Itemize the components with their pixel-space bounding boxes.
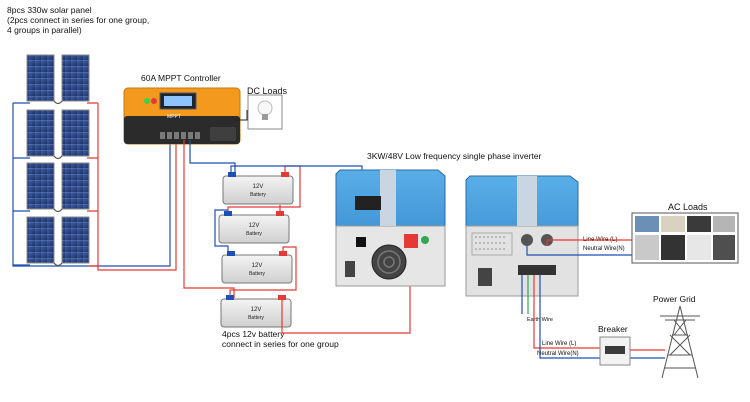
battery-voltage: 12V xyxy=(253,184,264,190)
solar-panel xyxy=(26,109,55,157)
controller-battery-wiring xyxy=(183,140,236,298)
inverter-display xyxy=(355,196,381,210)
pv-wiring xyxy=(12,100,177,271)
breaker-label: Breaker xyxy=(598,324,628,334)
battery: 12V Battery xyxy=(218,211,290,244)
battery: 12V Battery xyxy=(222,172,294,205)
dc-load-wire xyxy=(236,110,248,121)
controller-brand: MPPT xyxy=(167,114,181,120)
panel-note: 8pcs 330w solar panel (2pcs connect in s… xyxy=(7,5,150,35)
controller-terminals xyxy=(160,132,200,139)
inverter-front xyxy=(335,169,446,287)
battery-voltage: 12V xyxy=(251,307,262,313)
inverter-title: 3KW/48V Low frequency single phase inver… xyxy=(367,151,542,161)
battery: 12V Battery xyxy=(220,295,292,328)
dc-loads-bulb xyxy=(247,94,283,130)
battery-note-line-2: connect in series for one group xyxy=(222,338,339,349)
solar-panel-array xyxy=(26,54,90,264)
battery-voltage: 12V xyxy=(252,263,263,269)
grid-input-wiring xyxy=(521,275,665,359)
battery: 12V Battery xyxy=(221,251,293,284)
battery-type: Battery xyxy=(246,231,262,237)
terminal-block xyxy=(518,265,556,275)
ac-output-wiring xyxy=(526,239,636,256)
battery-series-wiring xyxy=(214,165,301,295)
controller-title: 60A MPPT Controller xyxy=(141,73,221,83)
solar-panel xyxy=(26,54,55,102)
neutral-wire-label-top: Neutral Wire(N) xyxy=(583,246,625,252)
panel-note-line-1: 8pcs 330w solar panel xyxy=(7,5,92,15)
inverter-fan xyxy=(371,244,407,280)
ac-loads-board xyxy=(631,212,739,264)
battery-note-line-1: 4pcs 12v battery xyxy=(222,329,285,339)
line-wire-label-bottom: Line Wire (L) xyxy=(542,341,577,347)
power-grid-label: Power Grid xyxy=(653,294,696,304)
neutral-wire-label-bottom: Neutral Wire(N) xyxy=(537,351,579,357)
vent-grid xyxy=(471,232,513,256)
solar-panel xyxy=(26,162,55,210)
solar-panel xyxy=(61,54,90,102)
solar-panel xyxy=(61,216,90,264)
battery-type: Battery xyxy=(250,192,266,198)
battery-type: Battery xyxy=(248,315,264,321)
battery-note: 4pcs 12v battery connect in series for o… xyxy=(222,329,339,350)
power-grid-tower xyxy=(660,305,700,379)
dc-loads-label: DC Loads xyxy=(247,86,288,96)
battery-type: Battery xyxy=(249,271,265,277)
solar-panel xyxy=(61,109,90,157)
panel-note-line-2: (2pcs connect in series for one group, xyxy=(7,14,150,25)
ac-socket xyxy=(521,234,533,246)
solar-panel xyxy=(61,162,90,210)
mppt-controller: MPPT xyxy=(123,87,241,145)
battery-bank: 12V Battery 12V Battery 12V Battery 12V … xyxy=(218,172,294,328)
battery-voltage: 12V xyxy=(249,223,260,229)
solar-panel xyxy=(26,216,55,264)
ac-loads-label: AC Loads xyxy=(668,202,708,212)
breaker-box xyxy=(599,336,631,366)
panel-note-line-3: 4 groups in parallel) xyxy=(7,24,82,35)
